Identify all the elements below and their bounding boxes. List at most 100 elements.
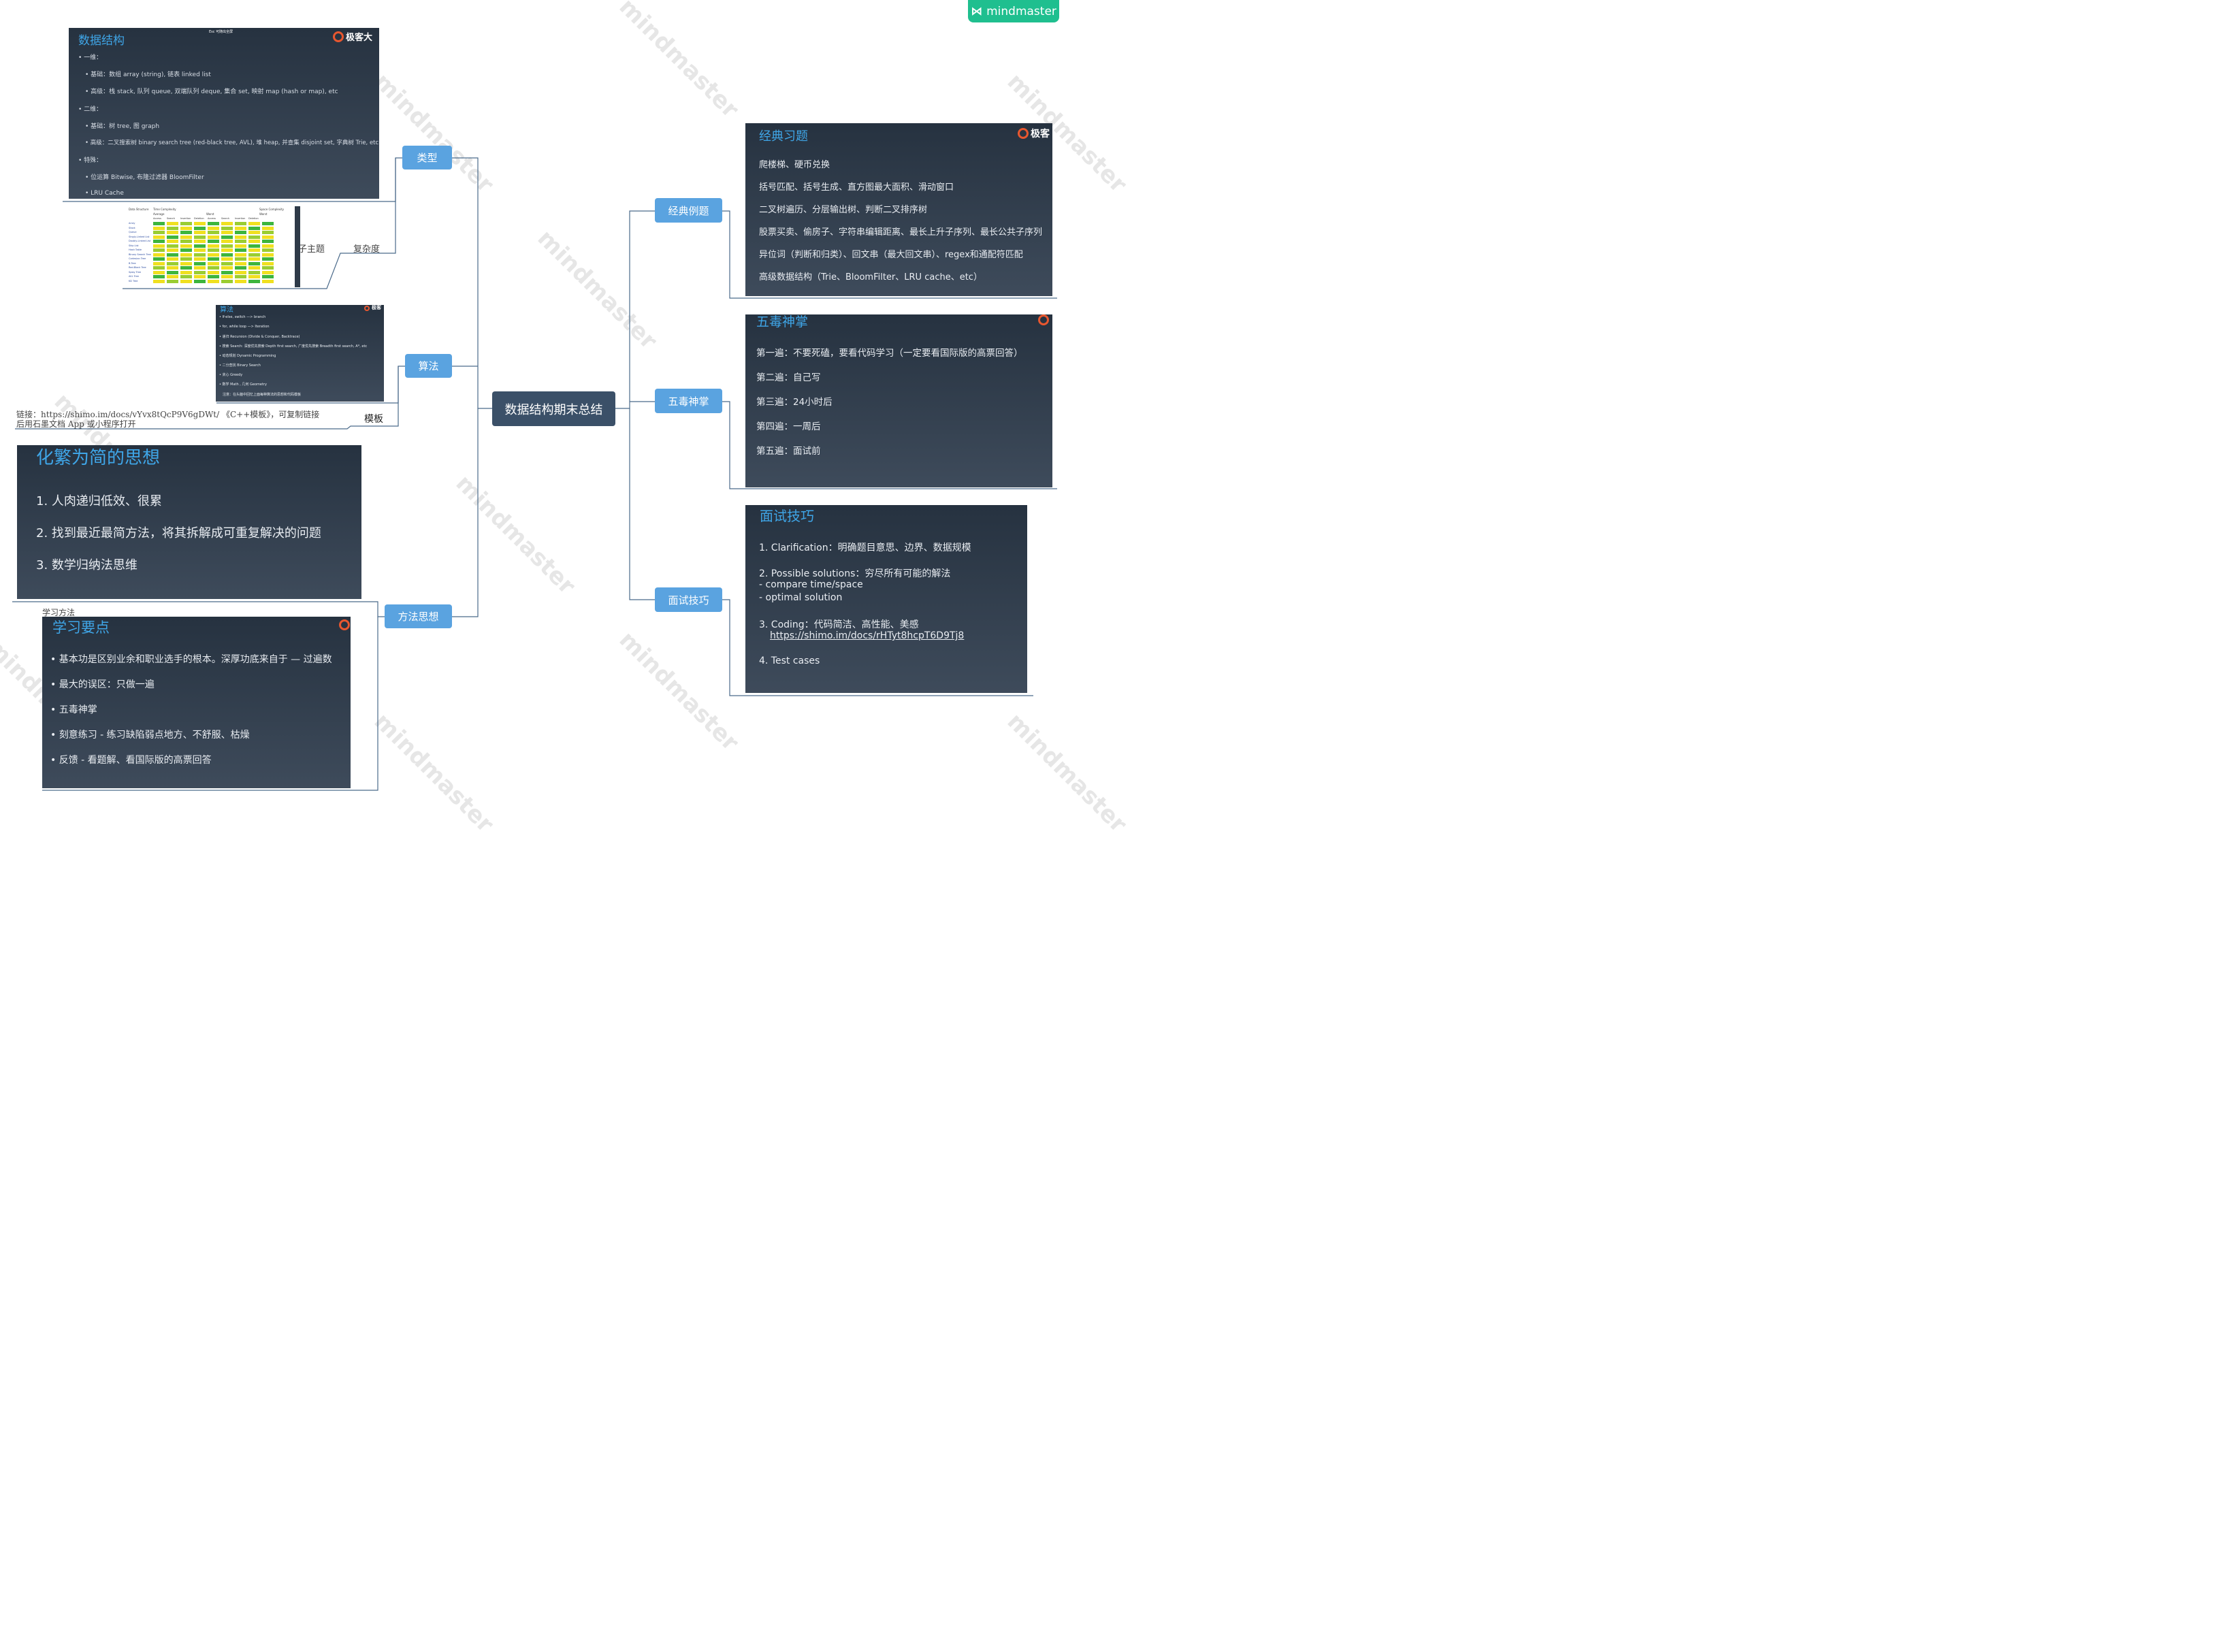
table-subheader: Worst xyxy=(259,212,268,216)
classic-item: 括号匹配、括号生成、直方图最大面积、滑动窗口 xyxy=(759,182,954,193)
table-cell xyxy=(221,279,233,283)
classic-item: 爬楼梯、硬币兑换 xyxy=(759,160,830,170)
ds-line: • 位运算 Bitwise, 布隆过滤器 BloomFilter xyxy=(85,174,204,181)
table-cell xyxy=(194,240,206,243)
table-cell xyxy=(262,235,274,239)
table-cell xyxy=(153,231,165,234)
central-topic-label: 数据结构期末总结 xyxy=(504,402,603,417)
topic-five-poison[interactable]: 五毒神掌 xyxy=(655,389,722,413)
table-cell xyxy=(167,231,178,234)
algo-slide-image: 算法 极客 • If-else, switch —> branch • for,… xyxy=(216,305,384,402)
table-row-label: B-Tree xyxy=(129,261,136,265)
table-cell xyxy=(153,222,165,225)
interview-slide-title: 面试技巧 xyxy=(760,508,814,524)
table-cell xyxy=(153,248,165,252)
table-row-label: Red-Black Tree xyxy=(129,266,146,269)
algo-line: 注意：在头脑中回忆上面每种算法的思想和代码模板 xyxy=(223,393,302,397)
table-cell xyxy=(208,248,219,252)
topic-algorithms[interactable]: 算法 xyxy=(405,354,452,378)
table-cell xyxy=(180,275,192,278)
algo-slide-title: 算法 xyxy=(220,306,233,314)
table-row-label: KD Tree xyxy=(129,279,138,282)
topic-types[interactable]: 类型 xyxy=(402,146,452,169)
table-cell xyxy=(167,257,178,261)
table-cell xyxy=(208,253,219,257)
table-op-header: Deletion xyxy=(194,217,204,220)
simplify-slide-image: 化繁为简的思想 1. 人肉递归低效、很累 2. 找到最近最简方法，将其拆解成可重… xyxy=(17,445,361,599)
table-cell xyxy=(248,266,260,270)
link-note-line2[interactable]: 后用石墨文档 App 或小程序打开 xyxy=(16,419,136,429)
table-op-header: Access xyxy=(208,217,216,220)
interview-item: 1. Clarification：明确题目意思、边界、数据规模 xyxy=(759,542,971,553)
table-cell xyxy=(221,270,233,274)
table-row-label: Doubly-Linked List xyxy=(129,240,151,242)
table-cell xyxy=(194,235,206,239)
table-cell xyxy=(167,279,178,283)
table-cell xyxy=(208,266,219,270)
table-cell xyxy=(208,244,219,248)
table-row-label: Hash Table xyxy=(129,248,142,251)
study-item: • 刻意练习 - 练习缺陷弱点地方、不舒服、枯燥 xyxy=(50,730,250,741)
five-item: 第一遍：不要死磕，要看代码学习（一定要看国际版的高票回答） xyxy=(756,348,1023,359)
table-cell xyxy=(167,235,178,239)
table-cell xyxy=(167,275,178,278)
table-subheader: Average xyxy=(153,212,165,216)
table-cell xyxy=(180,222,192,225)
table-cell xyxy=(180,235,192,239)
table-cell xyxy=(167,244,178,248)
table-cell xyxy=(262,279,274,283)
table-cell xyxy=(262,240,274,243)
label-complexity[interactable]: 复杂度 xyxy=(353,244,381,255)
classic-slide-image: 经典习题 极客 爬楼梯、硬币兑换 括号匹配、括号生成、直方图最大面积、滑动窗口 … xyxy=(745,123,1052,296)
table-cell xyxy=(153,253,165,257)
interview-item: - compare time/space xyxy=(759,579,863,590)
table-cell xyxy=(180,257,192,261)
table-cell xyxy=(153,240,165,243)
mindmaster-brand-badge[interactable]: ⋈ mindmaster xyxy=(968,0,1059,22)
interview-link[interactable]: https://shimo.im/docs/rHTyt8hcpT6D9Tj8 xyxy=(770,630,964,641)
table-cell xyxy=(180,266,192,270)
table-op-header: Search xyxy=(221,217,230,220)
link-note-line1[interactable]: 链接：https://shimo.im/docs/vYvx8tQcP9V6gDW… xyxy=(16,410,320,419)
table-cell xyxy=(153,261,165,265)
algo-line: • 二分查找 Binary Search xyxy=(219,363,261,368)
topic-interview[interactable]: 面试技巧 xyxy=(655,587,722,612)
table-cell xyxy=(235,266,246,270)
table-cell xyxy=(194,279,206,283)
label-study-method[interactable]: 学习方法 xyxy=(42,608,76,617)
table-cell xyxy=(262,248,274,252)
central-topic[interactable]: 数据结构期末总结 xyxy=(492,391,615,426)
table-cell xyxy=(153,270,165,274)
algo-line: • 数学 Math , 几何 Geometry xyxy=(219,383,267,387)
table-cell xyxy=(235,275,246,278)
table-cell xyxy=(235,222,246,225)
table-header: Space Complexity xyxy=(259,208,285,211)
classic-slide-logo: 极客 xyxy=(1018,127,1050,140)
table-cell xyxy=(221,240,233,243)
table-row-label: Cartesian Tree xyxy=(129,257,146,260)
table-row-label: AVL Tree xyxy=(129,275,139,278)
ds-line: • 一维： xyxy=(78,54,103,61)
table-cell xyxy=(262,231,274,234)
five-item: 第三遍：24小时后 xyxy=(756,397,833,408)
table-cell xyxy=(221,231,233,234)
table-row-label: Stack xyxy=(129,226,135,229)
table-cell xyxy=(221,244,233,248)
label-subtopic[interactable]: 子主题 xyxy=(298,244,325,255)
ds-line: • 高级：栈 stack, 队列 queue, 双端队列 deque, 集合 s… xyxy=(85,88,338,95)
algo-slide-logo-text: 极客 xyxy=(372,305,381,310)
study-item: • 五毒神掌 xyxy=(50,704,97,715)
table-cell xyxy=(208,279,219,283)
five-slide-image: 五毒神掌 第一遍：不要死磕，要看代码学习（一定要看国际版的高票回答） 第二遍：自… xyxy=(745,314,1052,487)
table-cell xyxy=(208,222,219,225)
label-template[interactable]: 模板 xyxy=(364,414,383,425)
table-row-label: Skip List xyxy=(129,244,139,247)
ds-line: • 基础：树 tree, 图 graph xyxy=(85,123,160,130)
geek-logo-icon xyxy=(1038,314,1049,325)
topic-classic-examples[interactable]: 经典例题 xyxy=(655,198,722,223)
table-cell xyxy=(194,275,206,278)
table-cell xyxy=(167,222,178,225)
interview-link-anchor[interactable]: https://shimo.im/docs/rHTyt8hcpT6D9Tj8 xyxy=(770,630,965,641)
table-cell xyxy=(248,244,260,248)
topic-methods[interactable]: 方法思想 xyxy=(385,604,452,628)
